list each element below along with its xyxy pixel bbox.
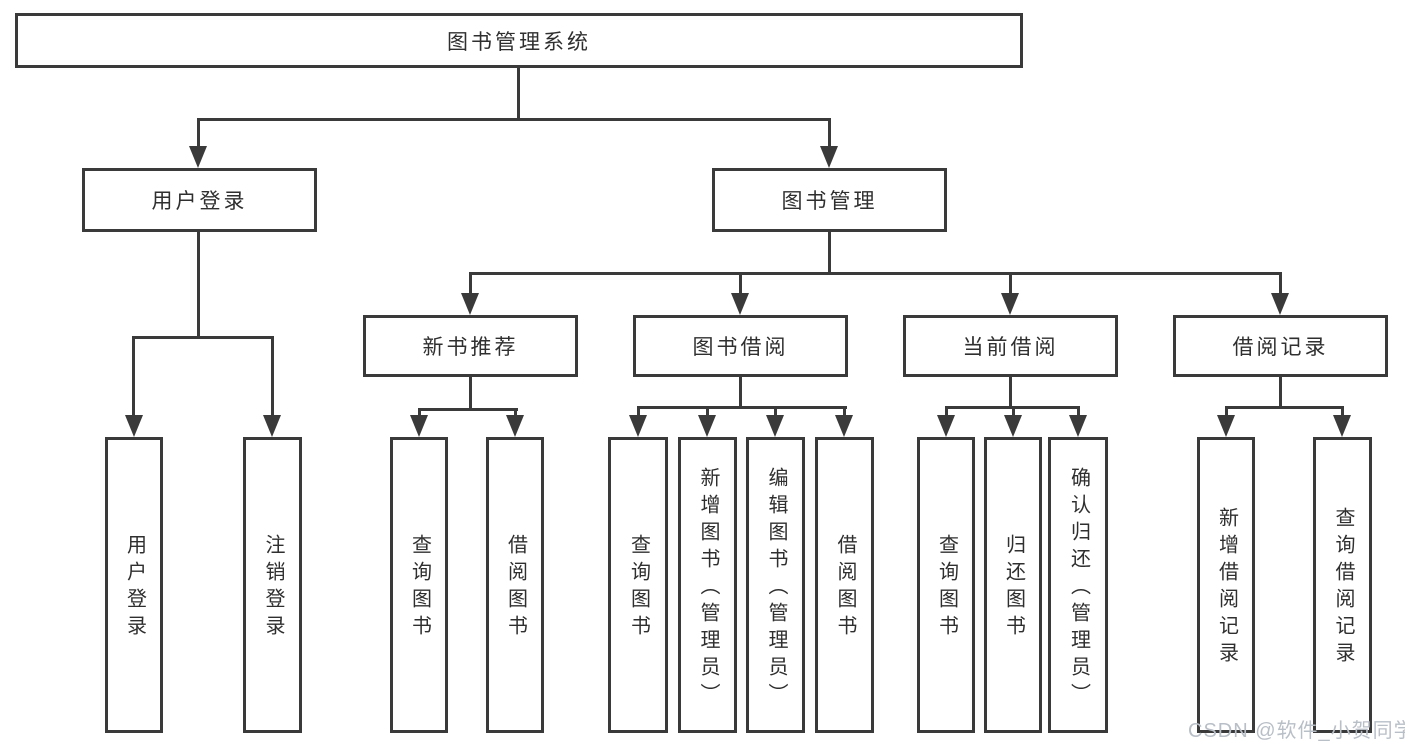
connector-line <box>1009 272 1012 300</box>
node-borrow-record: 借阅记录 <box>1173 315 1388 377</box>
arrow-down-icon <box>1069 415 1087 437</box>
leaf-borrow-book-recommend: 借阅图书 <box>486 437 544 733</box>
connector-line <box>637 406 847 409</box>
connector-line <box>1225 406 1228 422</box>
connector-line <box>469 377 472 411</box>
connector-line <box>1279 272 1282 300</box>
connector-line <box>945 406 948 422</box>
leaf-query-book-recommend: 查询图书 <box>390 437 448 733</box>
connector-line <box>197 232 200 339</box>
arrow-down-icon <box>1004 415 1022 437</box>
node-root: 图书管理系统 <box>15 13 1023 68</box>
connector-line <box>1341 406 1344 422</box>
connector-line <box>469 272 472 300</box>
node-book-management: 图书管理 <box>712 168 947 232</box>
connector-line <box>1279 377 1282 409</box>
connector-line <box>1012 406 1015 422</box>
connector-line <box>843 406 846 422</box>
leaf-borrow-book: 借阅图书 <box>815 437 874 733</box>
arrow-down-icon <box>506 415 524 437</box>
leaf-query-book-current: 查询图书 <box>917 437 975 733</box>
arrow-down-icon <box>1333 415 1351 437</box>
connector-line <box>517 68 520 120</box>
arrow-down-icon <box>698 415 716 437</box>
arrow-down-icon <box>1001 293 1019 315</box>
arrow-down-icon <box>1217 415 1235 437</box>
leaf-add-book-admin: 新增图书（管理员） <box>678 437 737 733</box>
connector-line <box>739 377 742 409</box>
connector-line <box>197 118 831 121</box>
leaf-edit-book-admin: 编辑图书（管理员） <box>746 437 805 733</box>
connector-line <box>469 272 1282 275</box>
arrow-down-icon <box>766 415 784 437</box>
leaf-add-borrow-record: 新增借阅记录 <box>1197 437 1255 733</box>
connector-line <box>1077 406 1080 422</box>
node-new-book-recommend: 新书推荐 <box>363 315 578 377</box>
node-user-login: 用户登录 <box>82 168 317 232</box>
connector-line <box>828 232 831 275</box>
connector-line <box>828 118 831 150</box>
arrow-down-icon <box>820 146 838 168</box>
connector-line <box>271 336 274 421</box>
node-book-borrow: 图书借阅 <box>633 315 848 377</box>
arrow-down-icon <box>731 293 749 315</box>
connector-line <box>637 406 640 422</box>
connector-line <box>1225 406 1344 409</box>
node-current-borrow: 当前借阅 <box>903 315 1118 377</box>
leaf-confirm-return-admin: 确认归还（管理员） <box>1048 437 1108 733</box>
connector-line <box>1009 377 1012 409</box>
leaf-query-book-borrow: 查询图书 <box>608 437 668 733</box>
arrow-down-icon <box>629 415 647 437</box>
leaf-logout: 注销登录 <box>243 437 302 733</box>
connector-line <box>132 336 274 339</box>
connector-line <box>418 408 518 411</box>
connector-line <box>739 272 742 300</box>
arrow-down-icon <box>189 146 207 168</box>
arrow-down-icon <box>1271 293 1289 315</box>
csdn-watermark: CSDN @软件_小贺同学 <box>1188 720 1405 742</box>
arrow-down-icon <box>125 415 143 437</box>
arrow-down-icon <box>937 415 955 437</box>
arrow-down-icon <box>263 415 281 437</box>
connector-line <box>197 118 200 150</box>
connector-line <box>774 406 777 422</box>
connector-line <box>706 406 709 422</box>
leaf-user-login: 用户登录 <box>105 437 163 733</box>
arrow-down-icon <box>410 415 428 437</box>
leaf-return-book: 归还图书 <box>984 437 1042 733</box>
arrow-down-icon <box>835 415 853 437</box>
leaf-query-borrow-record: 查询借阅记录 <box>1313 437 1372 733</box>
connector-line <box>132 336 135 421</box>
arrow-down-icon <box>461 293 479 315</box>
